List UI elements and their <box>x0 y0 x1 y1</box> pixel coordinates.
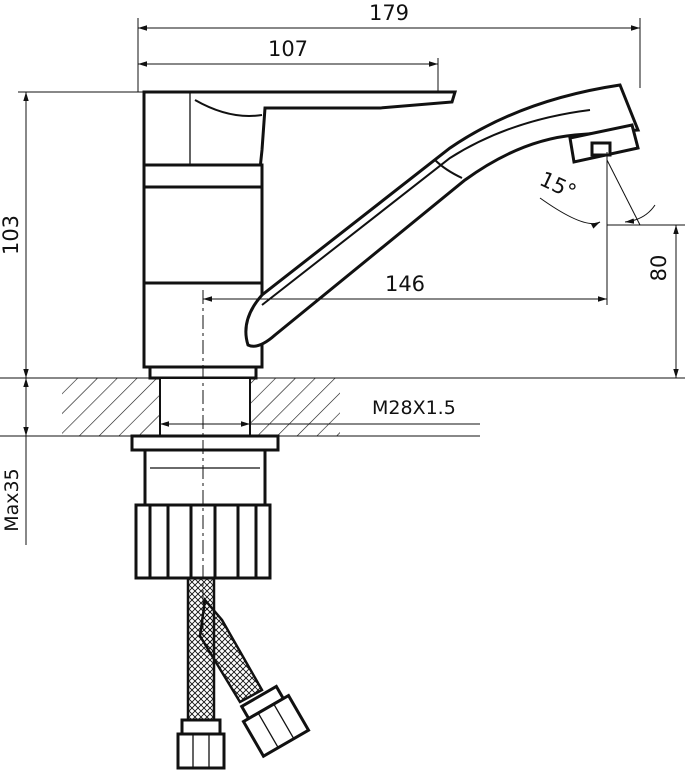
dim-handle-length-label: 107 <box>268 37 308 61</box>
countertop <box>0 377 685 437</box>
dim-spout-height-label: 80 <box>647 255 671 282</box>
hose-nut-left <box>176 732 226 770</box>
dim-thread: M28X1.5 <box>160 397 480 427</box>
dim-total-height: 103 <box>0 91 144 378</box>
countertop-hatch-left <box>62 378 160 436</box>
dim-spout-height: 80 <box>607 224 685 378</box>
flexible-hoses <box>176 576 311 770</box>
dim-max-counter-thickness: Max35 <box>1 378 29 545</box>
dim-thread-label: M28X1.5 <box>372 397 456 419</box>
dim-spout-angle: 15° <box>536 159 656 229</box>
faucet-body-cylinder <box>142 185 264 369</box>
hose-right <box>198 597 264 704</box>
dim-total-height-label: 103 <box>0 215 23 255</box>
dim-spout-reach: 146 <box>203 152 608 305</box>
countertop-hatch-right <box>250 378 340 436</box>
dim-overall-reach: 179 <box>137 1 641 92</box>
faucet-spout <box>244 83 641 348</box>
faucet-body <box>142 83 641 380</box>
dim-max-counter-thickness-label: Max35 <box>1 468 23 531</box>
dim-overall-reach-label: 179 <box>369 1 409 25</box>
hose-nut-right <box>241 693 311 759</box>
dim-spout-angle-label: 15° <box>536 167 580 204</box>
mounting-hardware <box>130 377 280 580</box>
dim-spout-reach-label: 146 <box>385 272 425 296</box>
dim-handle-length: 107 <box>138 37 439 92</box>
mounting-washer <box>130 434 280 452</box>
